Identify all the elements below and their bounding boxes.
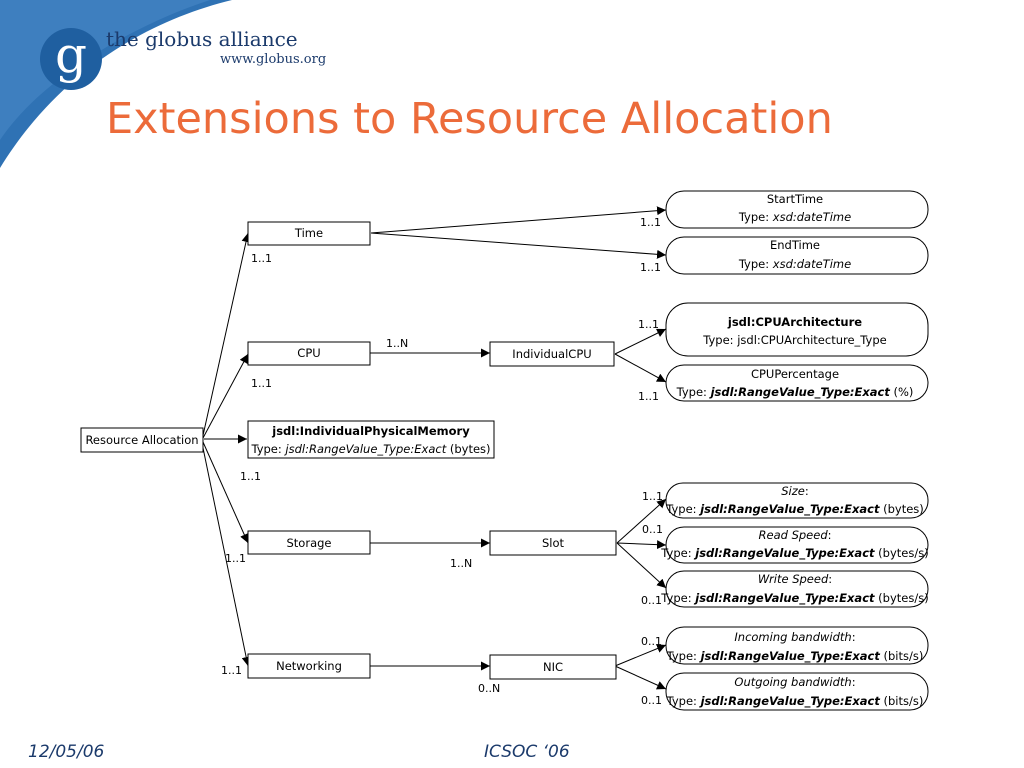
cpu-architecture-name: jsdl:CPUArchitecture — [727, 315, 862, 329]
starttime-box — [665, 190, 929, 229]
edge-slot-writespeed — [616, 542, 667, 589]
edge-ra-storage — [202, 441, 249, 544]
mult-cpu-percentage: 1..1 — [638, 390, 659, 403]
globus-logo-icon: g — [40, 28, 102, 90]
incoming-bandwidth-type: Type: jsdl:RangeValue_Type:Exact (bits/s… — [666, 649, 924, 664]
size-type: Type: jsdl:RangeValue_Type:Exact (bytes) — [665, 502, 924, 517]
mult-cpu-architecture: 1..1 — [638, 318, 659, 331]
mult-starttime: 1..1 — [640, 216, 661, 229]
edge-slot-readspeed — [616, 540, 667, 550]
mult-endtime: 1..1 — [640, 261, 661, 274]
outgoing-bandwidth-box — [665, 672, 929, 711]
write-speed-box — [665, 570, 929, 608]
endtime-type: Type: xsd:dateTime — [738, 257, 851, 271]
read-speed-box — [665, 526, 929, 564]
edge-nic-incoming — [614, 644, 667, 667]
mult-storage: 1..1 — [225, 552, 246, 565]
memory-name: jsdl:IndividualPhysicalMemory — [271, 424, 470, 438]
size-name: Size: — [781, 484, 808, 498]
mult-write-speed: 0..1 — [641, 594, 662, 607]
slide-title: Extensions to Resource Allocation — [106, 94, 833, 144]
mult-storage-slot: 1..N — [450, 557, 472, 570]
read-speed-name: Read Speed: — [759, 528, 832, 542]
time-label: Time — [294, 226, 323, 240]
incoming-bandwidth-name: Incoming bandwidth: — [734, 630, 855, 644]
cpu-percentage-type: Type: jsdl:RangeValue_Type:Exact (%) — [676, 385, 914, 400]
cpu-percentage-name: CPUPercentage — [751, 367, 839, 381]
slot-box — [489, 530, 617, 556]
edge-time-starttime — [370, 206, 667, 234]
storage-box — [247, 530, 371, 555]
time-box — [247, 221, 371, 246]
incoming-bandwidth-box — [665, 626, 929, 665]
logo-url: www.globus.org — [220, 52, 327, 67]
resource-allocation-label: Resource Allocation — [85, 433, 198, 447]
mult-cpu-individualcpu: 1..N — [386, 337, 408, 350]
slot-label: Slot — [542, 536, 565, 550]
footer-date: 12/05/06 — [28, 742, 105, 762]
logo-name: the globus alliance — [106, 27, 298, 51]
mult-time: 1..1 — [251, 252, 272, 265]
cpu-architecture-type: Type: jsdl:CPUArchitecture_Type — [702, 333, 886, 347]
write-speed-name: Write Speed: — [758, 572, 832, 586]
nic-label: NIC — [543, 660, 563, 674]
individualcpu-label: IndividualCPU — [512, 347, 591, 361]
outgoing-bandwidth-type: Type: jsdl:RangeValue_Type:Exact (bits/s… — [666, 694, 924, 709]
outgoing-bandwidth-name: Outgoing bandwidth: — [734, 675, 855, 689]
edge-time-endtime — [370, 232, 667, 259]
cpu-box — [247, 341, 371, 366]
edge-ra-time — [201, 232, 251, 441]
edge-ra-cpu — [202, 353, 249, 439]
size-box — [665, 482, 929, 519]
endtime-name: EndTime — [770, 238, 820, 252]
edge-ra-networking — [201, 442, 251, 667]
memory-type: Type: jsdl:RangeValue_Type:Exact (bytes) — [250, 442, 490, 456]
cpu-label: CPU — [297, 346, 320, 360]
storage-label: Storage — [287, 536, 332, 550]
individualcpu-box — [489, 341, 615, 367]
networking-box — [247, 653, 371, 679]
resource-allocation-box — [80, 427, 204, 453]
edge-individualcpu-percentage — [614, 353, 667, 383]
edge-nic-outgoing — [614, 665, 667, 690]
cpu-percentage-box — [665, 364, 929, 402]
nic-box — [489, 654, 617, 680]
write-speed-type: Type: jsdl:RangeValue_Type:Exact (bytes/… — [660, 591, 928, 606]
memory-box — [247, 420, 495, 459]
mult-memory: 1..1 — [240, 470, 261, 483]
mult-read-speed: 0..1 — [642, 523, 663, 536]
networking-label: Networking — [276, 659, 342, 673]
footer-venue: ICSOC ‘06 — [484, 742, 570, 762]
edge-slot-size — [616, 498, 667, 544]
mult-networking: 1..1 — [221, 664, 242, 677]
mult-cpu: 1..1 — [251, 377, 272, 390]
edge-individualcpu-architecture — [614, 328, 667, 355]
starttime-type: Type: xsd:dateTime — [738, 210, 851, 224]
mult-size: 1..1 — [642, 490, 663, 503]
mult-networking-nic: 0..N — [478, 682, 500, 695]
endtime-box — [665, 236, 929, 275]
cpu-architecture-box — [665, 302, 929, 357]
mult-incoming-bandwidth: 0..1 — [641, 635, 662, 648]
mult-outgoing-bandwidth: 0..1 — [641, 694, 662, 707]
read-speed-type: Type: jsdl:RangeValue_Type:Exact (bytes/… — [660, 546, 928, 561]
starttime-name: StartTime — [767, 192, 823, 206]
